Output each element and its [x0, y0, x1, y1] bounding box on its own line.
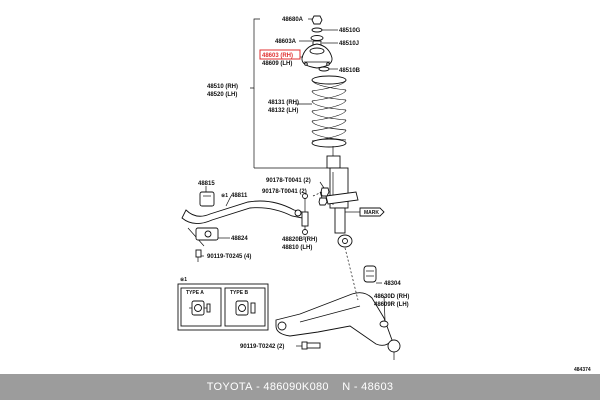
label-48510G: 48510G — [339, 28, 361, 34]
bolt-90119-T0242[interactable] — [301, 341, 321, 350]
bolt-90119-T0245[interactable] — [195, 249, 202, 262]
label-48132: 48132 (LH) — [268, 108, 298, 114]
bushing-48630D[interactable] — [379, 320, 389, 328]
label-48304: 48304 — [384, 281, 401, 287]
bracket-48824[interactable] — [195, 227, 219, 241]
bump-stopper-48304[interactable] — [363, 265, 377, 283]
alignment-line — [344, 247, 359, 301]
cushion-48603A[interactable] — [310, 35, 324, 41]
label-48820B: 48820B (RH) — [282, 237, 317, 243]
label-90178-b: 90178-T0041 (2) — [262, 189, 307, 195]
strut-top-parts — [301, 15, 333, 72]
label-48520: 48520 (LH) — [207, 92, 237, 98]
stabilizer-bushing-48815[interactable] — [199, 191, 215, 207]
label-48680A: 48680A — [282, 17, 304, 23]
label-48510J: 48510J — [339, 41, 359, 47]
bushing-48510B[interactable] — [318, 66, 330, 72]
footer-part-code: N - 48603 — [342, 381, 394, 393]
label-48131: 48131 (RH) — [268, 100, 299, 106]
label-48811: 48811 — [231, 193, 248, 199]
label-48510: 48510 (RH) — [207, 84, 238, 90]
stabilizer-link-48820B[interactable] — [294, 193, 309, 235]
type-b-label: TYPE B — [230, 290, 248, 296]
parts-diagram: MARK — [177, 15, 591, 373]
ball-joint[interactable] — [387, 339, 401, 360]
diagram-number: 484374 — [574, 367, 591, 373]
nut-90178-T0041[interactable] — [318, 187, 330, 206]
mark-indicator: MARK — [345, 207, 385, 217]
footer-bar: TOYOTA - 486090K080 N - 48603 — [0, 374, 600, 400]
label-48810: 48810 (LH) — [282, 245, 312, 251]
leader-lines — [201, 18, 386, 347]
label-48603A: 48603A — [275, 39, 297, 45]
washer-48510G[interactable] — [311, 27, 323, 33]
footer-brand: TOYOTA — [206, 381, 253, 393]
label-star-48811: ※1 — [221, 192, 228, 199]
nut-48680A[interactable] — [311, 15, 323, 25]
label-90119-T0245: 90119-T0245 (4) — [207, 254, 251, 260]
type-a-label: TYPE A — [186, 290, 204, 296]
type-b-bushing — [235, 300, 256, 316]
footer-part-number: 486090K080 — [263, 381, 329, 393]
type-inset: ※1 TYPE A TYPE B — [177, 276, 269, 331]
label-48603: 48603 (RH) — [262, 53, 293, 59]
coil-spring[interactable] — [311, 75, 347, 148]
label-48510B: 48510B — [339, 68, 361, 74]
label-48609R: 48609R (LH) — [374, 302, 409, 308]
label-48815: 48815 — [198, 181, 215, 187]
highlight-box-48603 — [259, 49, 301, 60]
type-a-bushing — [189, 300, 211, 316]
strut-mount-48603[interactable] — [301, 43, 333, 69]
label-90178-a: 90178-T0041 (2) — [266, 178, 311, 184]
mark-label: MARK — [364, 210, 379, 216]
inset-star: ※1 — [180, 276, 187, 283]
lower-arm[interactable] — [275, 292, 393, 346]
shock-absorber[interactable] — [325, 146, 359, 248]
label-48824: 48824 — [231, 236, 248, 242]
label-90119-T0242: 90119-T0242 (2) — [240, 344, 284, 350]
label-48609: 48609 (LH) — [262, 61, 292, 67]
label-48630D: 48630D (RH) — [374, 294, 409, 300]
